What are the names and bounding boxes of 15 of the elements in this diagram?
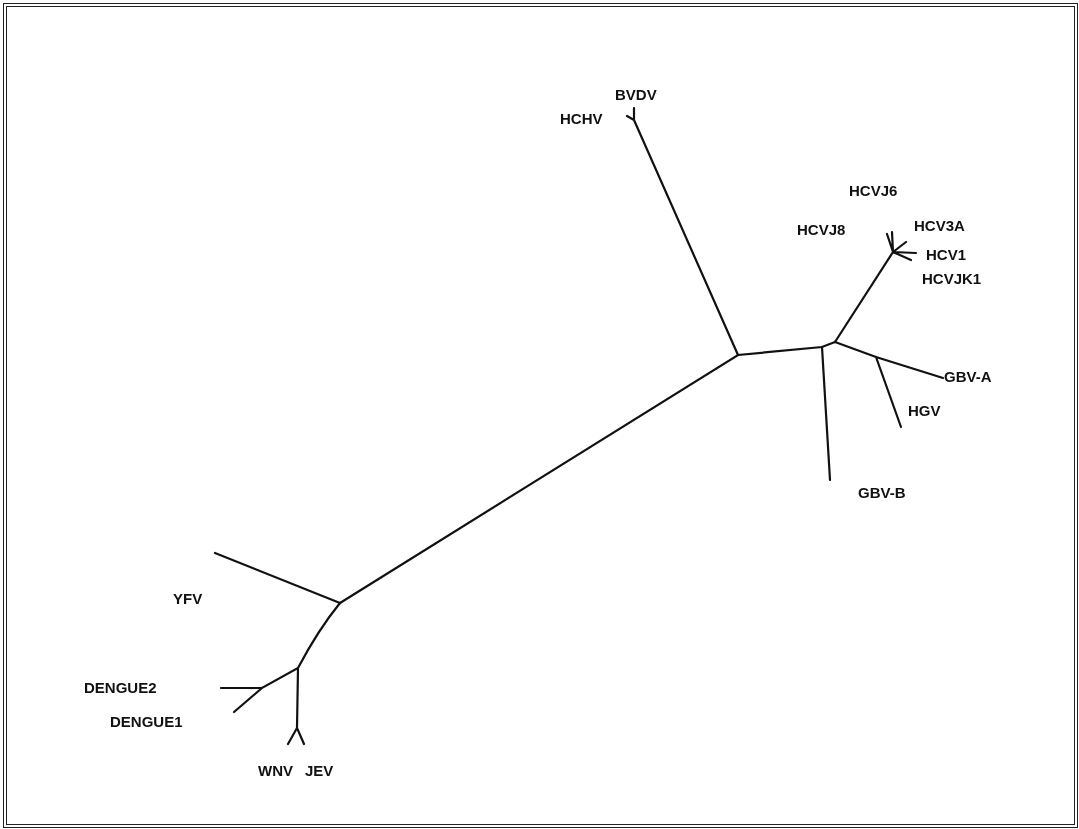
taxon-label: GBV-B <box>858 484 906 501</box>
taxon-label: HCV3A <box>914 217 965 234</box>
taxon-label: HCV1 <box>926 246 966 263</box>
taxon-label: WNV <box>258 762 293 779</box>
taxon-label: DENGUE1 <box>110 713 183 730</box>
taxon-label: HCVJK1 <box>922 270 982 287</box>
taxon-label: HCVJ6 <box>849 182 898 199</box>
taxon-label: JEV <box>305 762 334 779</box>
taxon-label: HCVJ8 <box>797 221 846 238</box>
taxon-label: YFV <box>173 590 203 607</box>
taxon-label: HCHV <box>560 110 603 127</box>
taxon-label: BVDV <box>615 86 657 103</box>
taxon-label: HGV <box>908 402 941 419</box>
taxon-label: DENGUE2 <box>84 679 157 696</box>
taxon-label: GBV-A <box>944 368 992 385</box>
